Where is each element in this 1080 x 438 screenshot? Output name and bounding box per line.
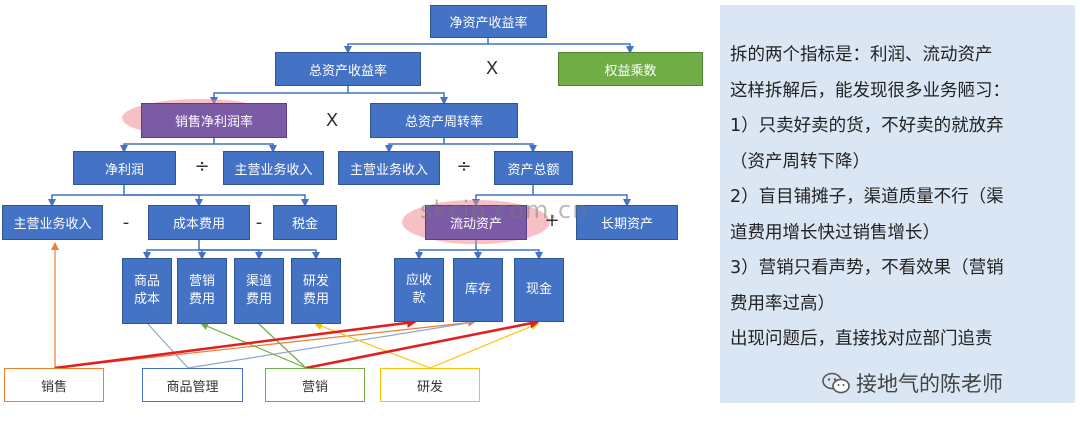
node-equity-multiplier: 权益乘数 — [558, 52, 703, 86]
node-total-assets: 资产总额 — [494, 151, 573, 185]
wechat-signature: 接地气的陈老师 — [822, 368, 1003, 398]
wechat-account-name: 接地气的陈老师 — [856, 372, 1003, 396]
operator-minus-1: - — [122, 212, 130, 233]
dept-rd: 研发 — [380, 368, 480, 402]
node-cash: 现金 — [514, 258, 564, 322]
operator-minus-2: - — [255, 212, 263, 233]
panel-line-5: 2）盲目铺摊子，渠道质量不行（渠 — [730, 187, 1004, 207]
node-inventory: 库存 — [453, 258, 503, 322]
node-roe: 净资产收益率 — [430, 5, 547, 38]
panel-line-4: （资产周转下降） — [730, 151, 870, 172]
panel-line-8: 费用率过高） — [730, 293, 835, 314]
node-goods-cost: 商品 成本 — [122, 258, 172, 324]
panel-line-1: 拆的两个指标是：利润、流动资产 — [730, 45, 993, 65]
operator-divide-2: ÷ — [456, 156, 472, 177]
node-tax: 税金 — [273, 205, 337, 240]
panel-line-3: 1）只卖好卖的货，不好卖的就放弃 — [730, 116, 1004, 136]
dept-marketing: 营销 — [265, 368, 365, 402]
node-channel-cost: 渠道 费用 — [234, 258, 284, 324]
panel-line-6: 道费用增长快过销售增长） — [730, 222, 940, 243]
dept-sales: 销售 — [4, 368, 104, 402]
node-current-assets: 流动资产 — [425, 205, 527, 240]
node-marketing-cost: 营销 费用 — [177, 258, 227, 324]
node-asset-turnover: 总资产周转率 — [370, 103, 518, 138]
panel-line-9: 出现问题后，直接找对应部门追责 — [730, 329, 993, 349]
operator-times-1: X — [485, 58, 499, 79]
dept-goods-management: 商品管理 — [142, 368, 243, 402]
operator-times-2: X — [325, 110, 339, 131]
operator-divide-1: ÷ — [194, 156, 210, 177]
wechat-icon — [822, 372, 850, 394]
node-long-term-assets: 长期资产 — [576, 205, 678, 240]
node-revenue-c: 主营业务收入 — [2, 205, 103, 240]
operator-plus: + — [544, 210, 560, 231]
connector-lines — [48, 38, 634, 370]
node-cost: 成本费用 — [148, 205, 250, 240]
panel-line-2: 这样拆解后，能发现很多业务陋习： — [730, 80, 1010, 101]
panel-line-7: 3）营销只看声势，不看效果（营销 — [730, 258, 1004, 278]
node-rd-cost: 研发 费用 — [291, 258, 341, 324]
node-net-margin: 销售净利润率 — [141, 103, 287, 138]
node-net-profit: 净利润 — [73, 151, 176, 185]
explanation-panel: 拆的两个指标是：利润、流动资产 这样拆解后，能发现很多业务陋习： 1）只卖好卖的… — [720, 5, 1075, 403]
node-receivables: 应收 款 — [394, 258, 444, 322]
watermark-text: skcip.com.cn — [420, 196, 589, 224]
node-revenue-b: 主营业务收入 — [338, 151, 440, 185]
node-revenue-a: 主营业务收入 — [223, 151, 324, 185]
node-roa: 总资产收益率 — [275, 52, 421, 86]
